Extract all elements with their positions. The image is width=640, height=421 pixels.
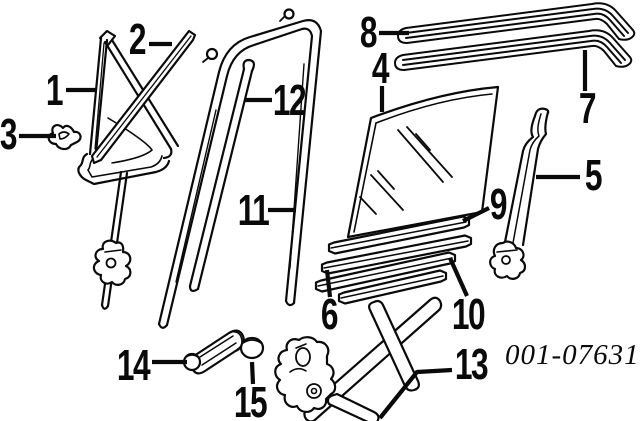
weatherstrip-lower-drawing [394, 29, 633, 71]
window-regulator-drawing [274, 296, 443, 421]
callout-14: 14 [116, 341, 151, 391]
callout-11: 11 [237, 186, 270, 236]
crank-knob-drawing [239, 336, 265, 360]
division-bar-and-clamp-drawing [92, 170, 132, 310]
callout-5: 5 [584, 151, 603, 201]
glass-run-frame-drawing [157, 8, 323, 329]
callout-15: 15 [233, 378, 268, 421]
belt-weatherstrips-drawing [314, 215, 473, 305]
callout-2: 2 [128, 15, 147, 65]
callout-leader-lines [19, 30, 588, 420]
vent-window-trim-strip-drawing [90, 29, 197, 165]
callout-8: 8 [359, 8, 378, 58]
callout-7: 7 [578, 84, 597, 134]
callout-6: 6 [320, 290, 339, 340]
crank-handle-drawing [182, 329, 245, 375]
callout-12: 12 [272, 76, 307, 126]
weatherstrip-upper-drawing [397, 2, 636, 44]
callout-3: 3 [0, 110, 18, 160]
callout-13: 13 [454, 340, 489, 390]
callout-4: 4 [371, 44, 390, 94]
door-glass-drawing [346, 85, 500, 239]
drawing-number: 001-07631 [505, 339, 640, 371]
run-channel-drawing [489, 107, 550, 280]
callout-10: 10 [451, 290, 486, 340]
callout-1: 1 [45, 66, 64, 116]
callout-9: 9 [489, 180, 508, 230]
clip-drawing [47, 124, 82, 151]
glass-run-insert-drawing [188, 58, 256, 293]
